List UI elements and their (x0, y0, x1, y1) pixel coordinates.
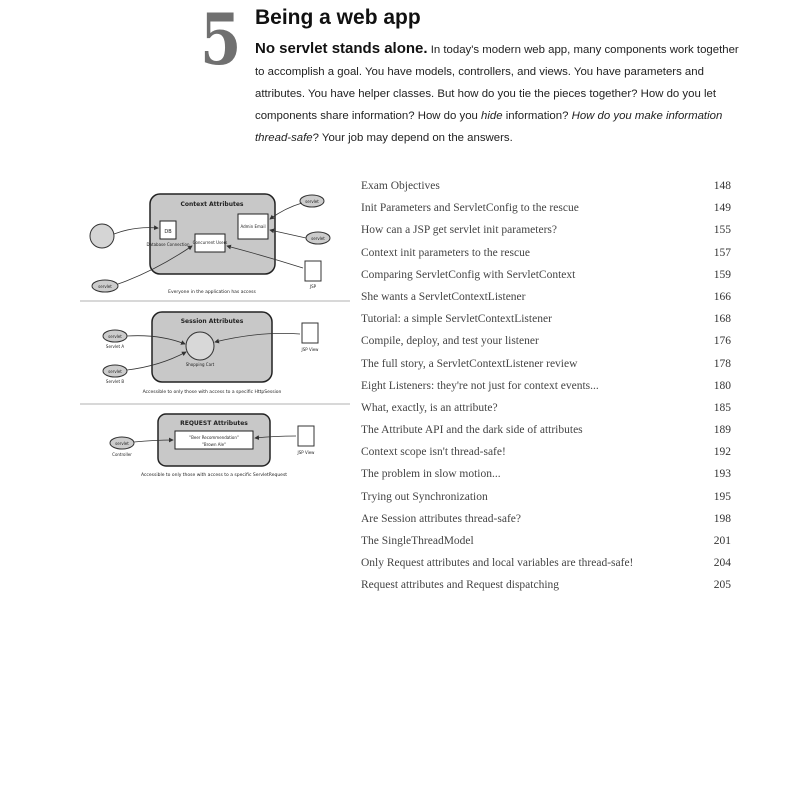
session-servlet-a-label: Servlet A (106, 344, 124, 349)
toc-entry[interactable]: Compile, deploy, and test your listener 1… (361, 330, 731, 352)
chapter-title: Being a web app (255, 6, 421, 29)
session-servlet-b: servlet (108, 369, 122, 374)
request-controller-label: Controller (112, 452, 132, 457)
context-servlet-left: servlet (98, 284, 112, 289)
intro-text-2: information? (502, 110, 572, 122)
toc-entry-title: Context scope isn't thread-safe! (361, 446, 506, 459)
toc-entry-title: She wants a ServletContextListener (361, 290, 526, 303)
toc-entry-title: Init Parameters and ServletConfig to the… (361, 202, 579, 215)
attribute-scope-diagrams: Context Attributes DB Database Connectio… (80, 186, 350, 496)
chapter-number: 5 (200, 0, 242, 81)
request-caption: Accessible to only those with access to … (141, 472, 287, 478)
toc-entry-title: The Attribute API and the dark side of a… (361, 424, 583, 437)
intro-text-1: In today's modern web app, many componen… (255, 44, 739, 122)
intro-text-3: ? Your job may depend on the answers. (312, 132, 513, 144)
toc-entry[interactable]: The problem in slow motion... 193 (361, 463, 731, 485)
toc-entry[interactable]: The SingleThreadModel 201 (361, 530, 731, 552)
chapter-intro: No servlet stands alone. In today's mode… (255, 38, 745, 149)
request-view-label: JSP View (297, 450, 316, 455)
toc-entry-page: 204 (713, 557, 731, 570)
toc-entry[interactable]: She wants a ServletContextListener 166 (361, 286, 731, 308)
context-heading: Context Attributes (180, 201, 243, 208)
svg-text:DB: DB (164, 229, 172, 235)
intro-hide: hide (481, 110, 503, 122)
request-value: "Beer Recommendation" (189, 435, 239, 440)
intro-threadsafe: How do you make information thread-safe (255, 110, 723, 144)
toc-entry-page: 180 (713, 379, 731, 392)
toc-entry-page: 149 (713, 202, 731, 215)
toc-entry-title: What, exactly, is an attribute? (361, 401, 498, 414)
intro-lead: No servlet stands alone. (255, 40, 428, 57)
toc-entry-page: 189 (713, 424, 731, 437)
session-attributes-diagram: Session Attributes Shopping Cart servlet… (102, 311, 320, 395)
toc-entry-page: 198 (713, 512, 731, 525)
request-servlet: servlet (115, 441, 129, 446)
context-db-label: Database Connection (147, 242, 190, 247)
toc-entry-title: Tutorial: a simple ServletContextListene… (361, 313, 552, 326)
session-heading: Session Attributes (181, 318, 244, 325)
session-servlet-b-label: Servlet B (106, 379, 124, 384)
toc-entry[interactable]: Context init parameters to the rescue 157 (361, 242, 731, 264)
context-admin-label: Admin Email (240, 224, 265, 229)
toc-entry-page: 159 (713, 268, 731, 281)
toc-entry[interactable]: What, exactly, is an attribute? 185 (361, 397, 731, 419)
toc-entry-title: Trying out Synchronization (361, 490, 488, 503)
context-servlet-right-2: servlet (311, 236, 325, 241)
toc-entry[interactable]: Trying out Synchronization 195 (361, 486, 731, 508)
toc-entry-page: 166 (713, 290, 731, 303)
toc-entry[interactable]: Init Parameters and ServletConfig to the… (361, 197, 731, 219)
context-servlet-right-1: servlet (305, 199, 319, 204)
request-attributes-diagram: REQUEST Attributes "Beer Recommendation"… (109, 413, 316, 478)
session-caption: Accessible to only those with access to … (143, 389, 282, 395)
toc-entry-page: 185 (713, 401, 731, 414)
toc-entry[interactable]: Exam Objectives 148 (361, 175, 731, 197)
toc-entry[interactable]: Tutorial: a simple ServletContextListene… (361, 308, 731, 330)
toc-entry-page: 155 (713, 224, 731, 237)
session-cart-label: Shopping Cart (186, 362, 215, 367)
toc-entry-title: Comparing ServletConfig with ServletCont… (361, 268, 576, 281)
toc-entry-page: 195 (713, 490, 731, 503)
toc-entry[interactable]: Are Session attributes thread-safe? 198 (361, 508, 731, 530)
toc-entry-title: How can a JSP get servlet init parameter… (361, 224, 557, 237)
toc-entry[interactable]: The full story, a ServletContextListener… (361, 353, 731, 375)
toc-entry-title: The full story, a ServletContextListener… (361, 357, 578, 370)
toc-entry-title: The problem in slow motion... (361, 468, 501, 481)
toc-entry-title: Request attributes and Request dispatchi… (361, 579, 560, 592)
request-value-2: "Brown Ale" (202, 442, 226, 447)
toc-entry[interactable]: Eight Listeners: they're not just for co… (361, 375, 731, 397)
context-concurrent-label: Concurrent Users (193, 240, 228, 245)
toc-entry-title: Are Session attributes thread-safe? (361, 512, 521, 525)
toc-entry-title: The SingleThreadModel (361, 535, 474, 547)
context-caption: Everyone in the application has access (168, 289, 256, 295)
toc-entry-page: 205 (713, 579, 731, 592)
toc-entry-page: 157 (713, 246, 731, 259)
toc-entry[interactable]: Only Request attributes and local variab… (361, 552, 731, 574)
toc-entry-page: 201 (713, 535, 731, 547)
request-heading: REQUEST Attributes (180, 420, 248, 427)
toc-entry-page: 192 (713, 446, 731, 459)
session-servlet-a: servlet (108, 334, 122, 339)
toc-entry-page: 193 (713, 468, 731, 481)
toc-entry[interactable]: Context scope isn't thread-safe! 192 (361, 441, 731, 463)
toc-entry-page: 176 (713, 335, 731, 348)
toc-entry[interactable]: Request attributes and Request dispatchi… (361, 574, 731, 596)
toc-entry[interactable]: The Attribute API and the dark side of a… (361, 419, 731, 441)
toc-entry-title: Exam Objectives (361, 180, 440, 192)
session-view-label: JSP View (301, 347, 320, 352)
toc-entry-title: Only Request attributes and local variab… (361, 557, 634, 570)
toc-entry[interactable]: Comparing ServletConfig with ServletCont… (361, 264, 731, 286)
context-jsp-label: JSP (309, 284, 317, 289)
table-of-contents: Exam Objectives 148 Init Parameters and S… (361, 175, 731, 597)
toc-entry-page: 178 (713, 357, 731, 370)
toc-entry[interactable]: How can a JSP get servlet init parameter… (361, 219, 731, 241)
toc-entry-title: Eight Listeners: they're not just for co… (361, 379, 599, 392)
toc-entry-page: 168 (713, 313, 731, 326)
context-attributes-diagram: Context Attributes DB Database Connectio… (89, 193, 331, 295)
toc-entry-title: Compile, deploy, and test your listener (361, 335, 539, 348)
toc-entry-title: Context init parameters to the rescue (361, 246, 530, 259)
toc-entry-page: 148 (713, 180, 731, 192)
